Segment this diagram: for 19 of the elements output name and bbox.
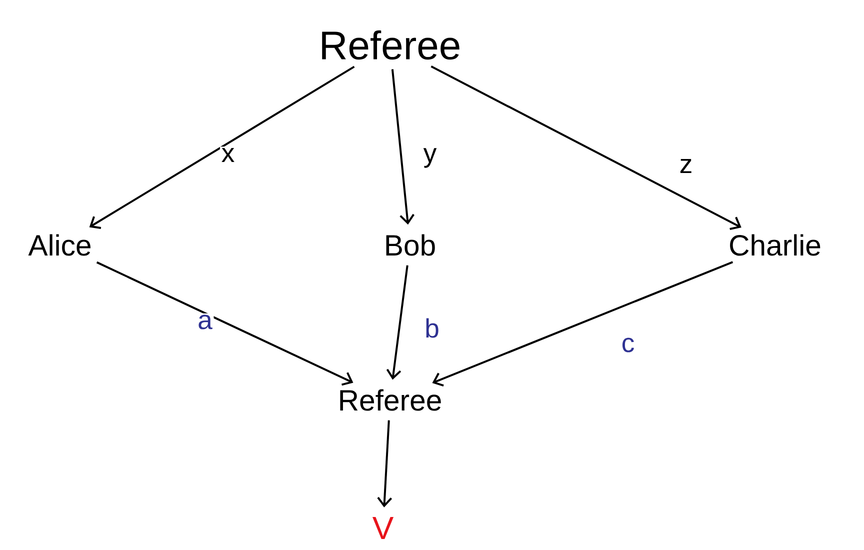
arrow: [377, 420, 392, 508]
arrow: [96, 261, 354, 386]
arrow: [391, 69, 414, 225]
edge-label: y: [422, 146, 438, 170]
edge-label: a: [196, 313, 214, 331]
arrow: [386, 265, 408, 380]
node-label: Bob: [386, 234, 435, 256]
edge-label: z: [678, 158, 694, 174]
edge-label: x: [220, 146, 236, 164]
node-label: V: [372, 517, 394, 540]
edge-label: b: [423, 316, 441, 340]
node-label: Referee: [340, 389, 441, 411]
node-label: Referee: [322, 30, 460, 60]
node-label: Alice: [28, 234, 90, 256]
arrow: [432, 261, 734, 387]
arrow: [430, 66, 742, 230]
arrow: [89, 66, 355, 229]
edge-label: c: [620, 336, 636, 354]
node-label: Charlie: [730, 234, 820, 256]
